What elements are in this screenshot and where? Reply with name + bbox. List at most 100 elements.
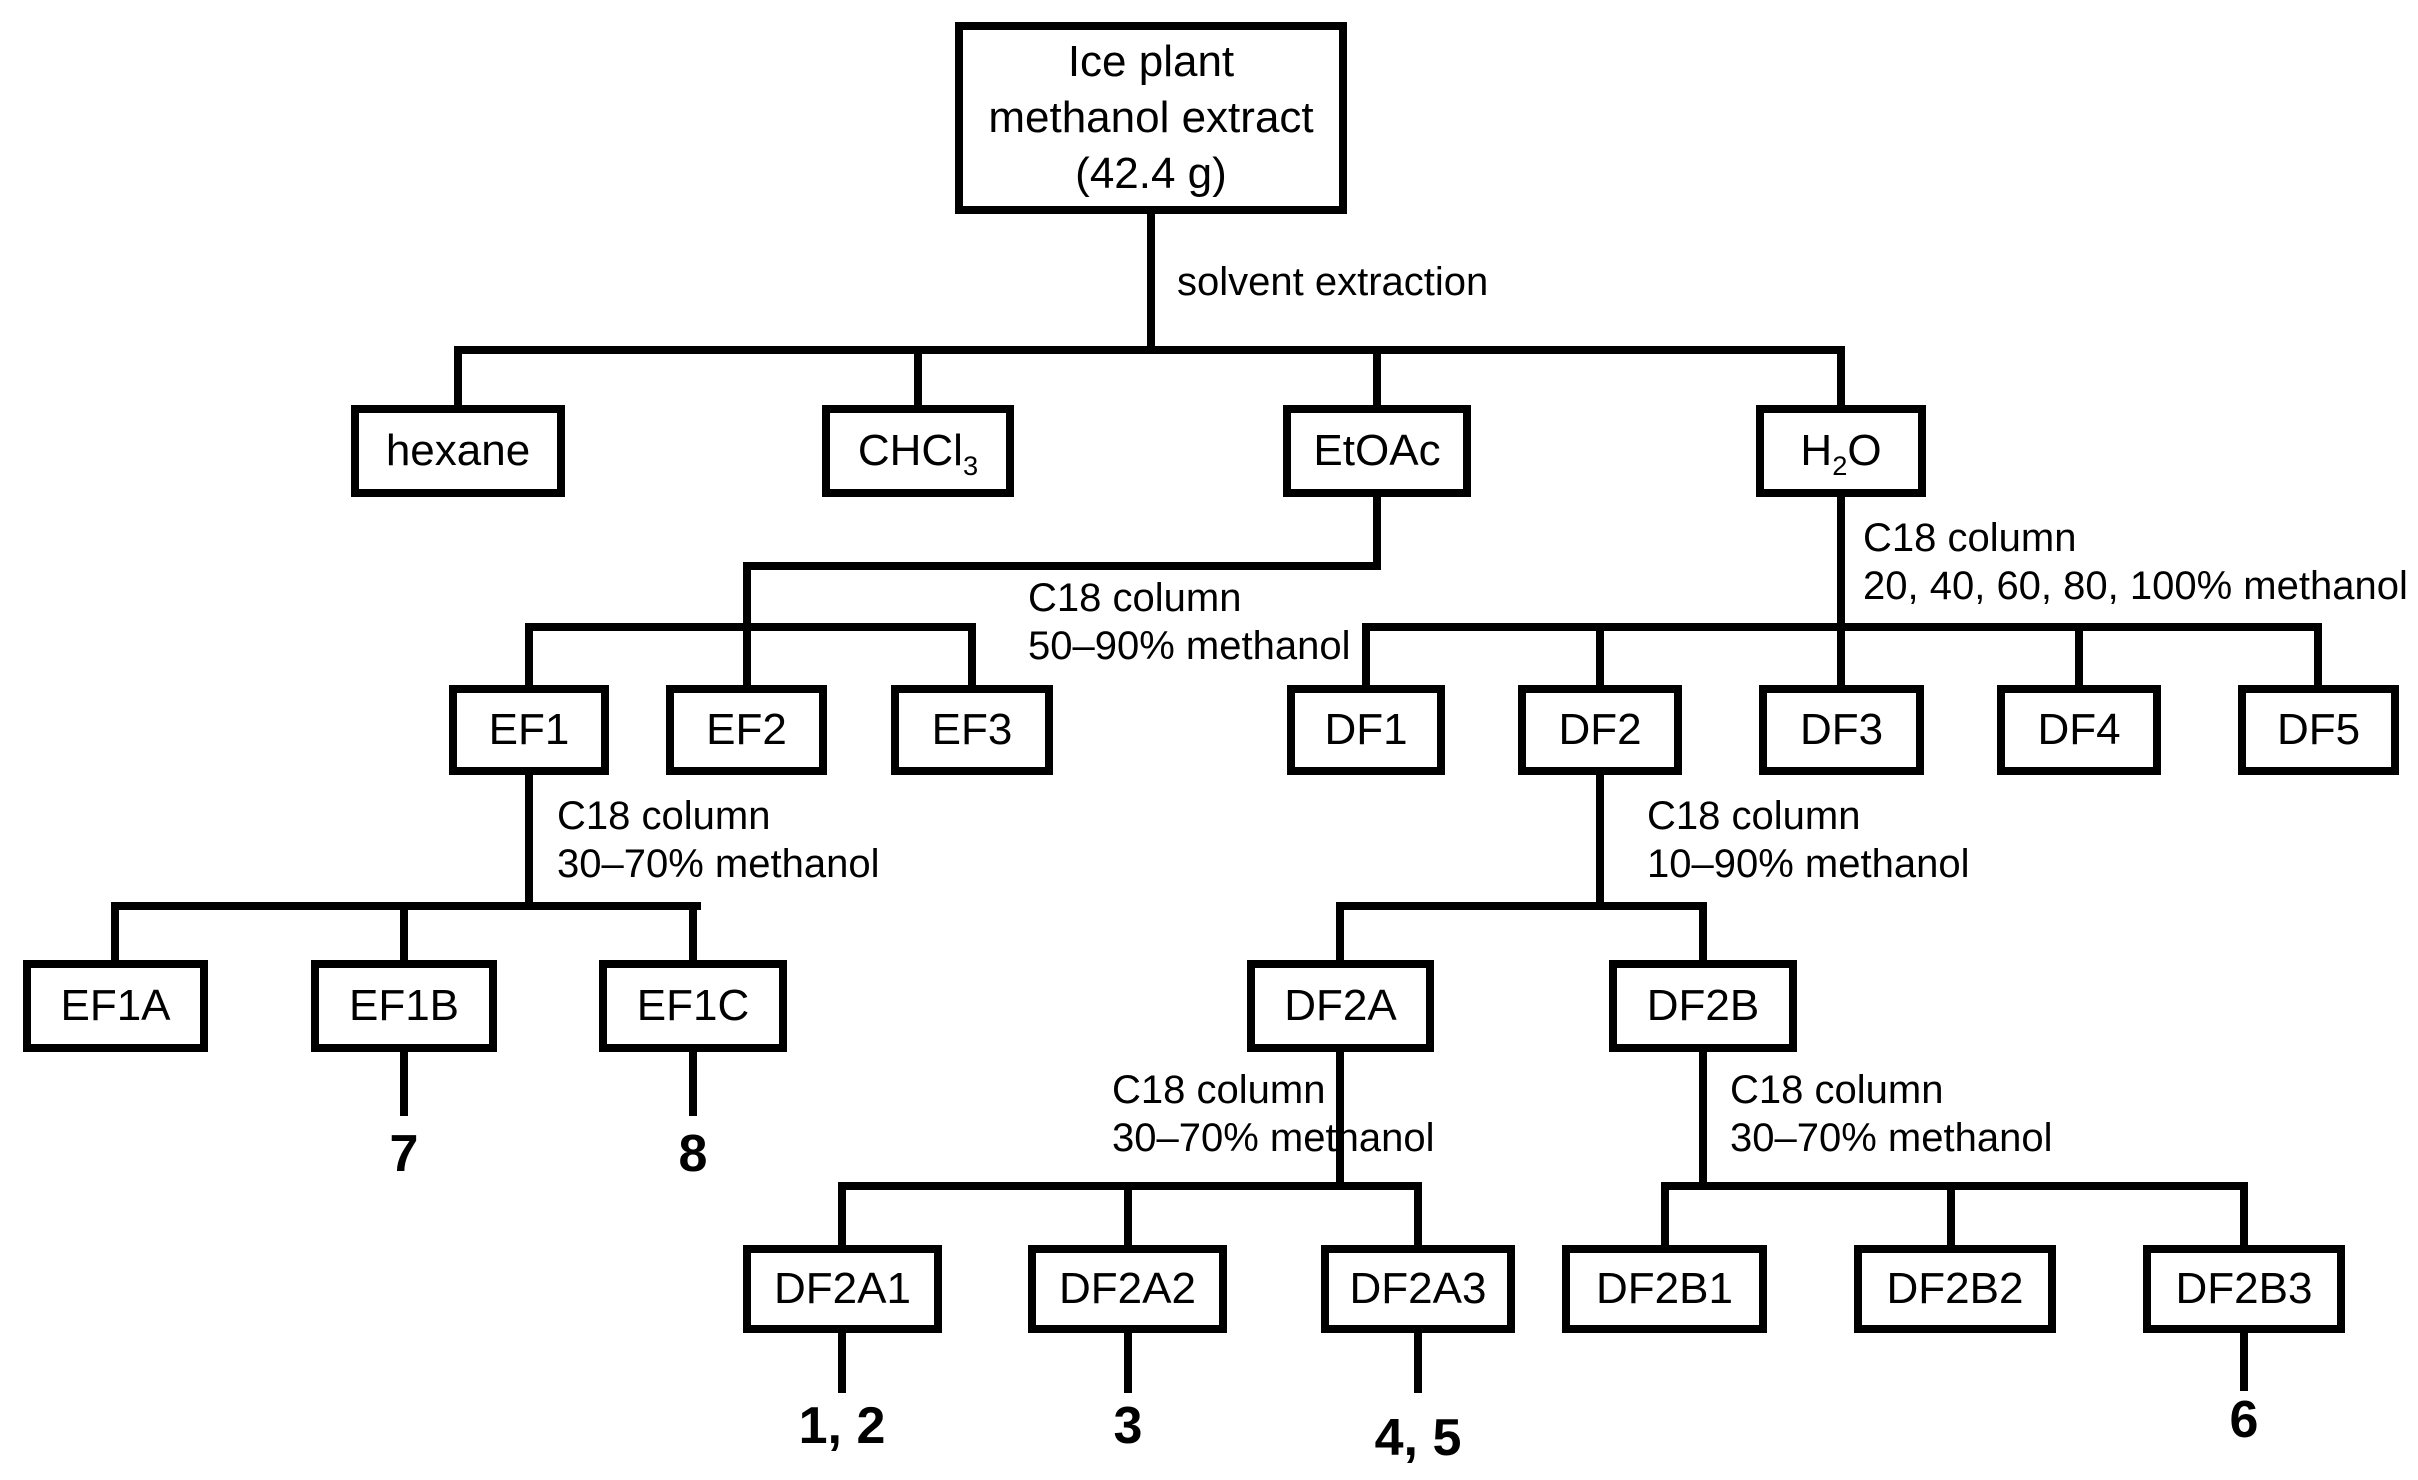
label-ef1-c18-line2: 30–70% methanol (557, 842, 880, 886)
node-df2b1: DF2B1 (1562, 1245, 1767, 1333)
node-df2b2-label: DF2B2 (1886, 1264, 2024, 1313)
edge-df-connector (1362, 623, 2322, 631)
compound-number-ef1c: 8 (678, 1125, 708, 1183)
compound-number-ef1b: 7 (389, 1125, 419, 1183)
edge-df2b1-stub (1661, 1182, 1669, 1253)
compound-number-df2a3: 4, 5 (1374, 1409, 1462, 1467)
node-df2a2-label: DF2A2 (1059, 1264, 1196, 1313)
edge-ef-connector (525, 623, 976, 631)
node-df1-label: DF1 (1324, 705, 1408, 754)
edge-etoac-stub (1373, 346, 1381, 409)
node-root: Ice plant methanol extract (42.4 g) (955, 22, 1347, 214)
edge-ef3-stub (968, 623, 976, 693)
edge-root-stem (1147, 210, 1155, 350)
edge-ef1c-stub (689, 902, 697, 968)
node-ef1b: EF1B (311, 960, 497, 1052)
node-root-line3: (42.4 g) (1075, 149, 1227, 198)
edge-ef1-stub (525, 623, 533, 693)
node-df3-label: DF3 (1799, 705, 1884, 754)
label-df2-c18-line1: C18 column (1647, 794, 1861, 838)
node-df2a3: DF2A3 (1321, 1245, 1515, 1333)
node-ef1a-label: EF1A (60, 981, 171, 1030)
edge-ef1b-compound-drop (400, 1052, 408, 1116)
edge-df5-stub (2314, 623, 2322, 693)
node-df3: DF3 (1759, 685, 1924, 775)
node-df2b2: DF2B2 (1854, 1245, 2056, 1333)
edge-etoac-jog (743, 562, 1381, 570)
node-df2a1: DF2A1 (743, 1245, 942, 1333)
node-df5: DF5 (2238, 685, 2399, 775)
node-ef1a: EF1A (23, 960, 208, 1052)
edge-df2a2-compound-drop (1124, 1333, 1132, 1393)
node-ef1c: EF1C (599, 960, 787, 1052)
label-etoac-c18-column: C18 column 50–90% methanol (1028, 574, 1350, 670)
node-df2b1-label: DF2B1 (1596, 1264, 1733, 1313)
edge-df2a-stem (1336, 1048, 1344, 1190)
node-ef3: EF3 (891, 685, 1053, 775)
node-chcl3-label: CHCl3 (857, 426, 979, 481)
edge-df2a1-compound-drop (838, 1333, 846, 1393)
label-df2a-c18-line2: 30–70% methanol (1112, 1116, 1435, 1160)
label-df2-c18-line2: 10–90% methanol (1647, 842, 1970, 886)
label-solvent-extraction: solvent extraction (1177, 260, 1489, 304)
edge-df4-stub (2075, 623, 2083, 693)
node-h2o: H2O (1756, 405, 1926, 497)
node-df2b-label: DF2B (1646, 981, 1760, 1030)
edge-df2-sub-connector (1336, 902, 1707, 910)
node-root-line2: methanol extract (988, 93, 1314, 142)
label-ef1-c18-column: C18 column 30–70% methanol (557, 792, 879, 888)
edge-ef1c-compound-drop (689, 1052, 697, 1116)
node-root-line1: Ice plant (1067, 37, 1235, 86)
node-ef2-label: EF2 (706, 705, 787, 754)
edge-df2a-stub (1336, 902, 1344, 968)
node-chcl3: CHCl3 (822, 405, 1014, 497)
label-h2o-c18-column: C18 column 20, 40, 60, 80, 100% methanol (1863, 514, 2408, 610)
node-hexane: hexane (351, 405, 565, 497)
node-h2o-label: H2O (1800, 426, 1882, 481)
label-h2o-c18-line1: C18 column (1863, 516, 2077, 560)
label-df2a-c18-line1: C18 column (1112, 1068, 1326, 1112)
node-df2-label: DF2 (1558, 705, 1642, 754)
compound-number-df2a1: 1, 2 (798, 1397, 886, 1455)
node-df2b: DF2B (1609, 960, 1797, 1052)
node-df1: DF1 (1287, 685, 1445, 775)
label-etoac-c18-line1: C18 column (1028, 576, 1242, 620)
edge-df2a3-stub (1414, 1182, 1422, 1253)
edge-h2o-stub (1837, 346, 1845, 409)
label-df2b-c18-line1: C18 column (1730, 1068, 1944, 1112)
edge-df1-stub (1362, 623, 1370, 693)
edge-etoac-stem (1373, 493, 1381, 570)
node-df2a: DF2A (1247, 960, 1434, 1052)
edge-ef1a-stub (111, 902, 119, 968)
node-df4: DF4 (1997, 685, 2161, 775)
edge-df2a3-compound-drop (1414, 1333, 1422, 1393)
node-df2a-label: DF2A (1284, 981, 1397, 1030)
compound-number-df2a2: 3 (1113, 1397, 1143, 1455)
edge-ef1b-stub (400, 902, 408, 968)
node-df2b3: DF2B3 (2143, 1245, 2345, 1333)
edge-df2b-stub (1699, 902, 1707, 968)
node-ef1b-label: EF1B (348, 981, 460, 1030)
node-ef1: EF1 (449, 685, 609, 775)
edge-df2a2-stub (1124, 1182, 1132, 1253)
edge-hexane-stub (454, 346, 462, 409)
edge-df2b2-stub (1947, 1182, 1955, 1253)
node-df5-label: DF5 (2276, 705, 2361, 754)
label-h2o-c18-line2: 20, 40, 60, 80, 100% methanol (1863, 564, 2408, 608)
edge-chcl3-stub (914, 346, 922, 409)
node-etoac-label: EtOAc (1313, 426, 1441, 475)
label-df2-c18-column: C18 column 10–90% methanol (1647, 792, 1969, 888)
node-df2a1-label: DF2A1 (774, 1264, 911, 1313)
node-ef2: EF2 (666, 685, 827, 775)
node-df2a3-label: DF2A3 (1349, 1264, 1487, 1313)
node-df2: DF2 (1518, 685, 1682, 775)
node-df4-label: DF4 (2037, 705, 2121, 754)
edge-df2-stem (1596, 771, 1604, 910)
node-etoac: EtOAc (1283, 405, 1471, 497)
node-df2b3-label: DF2B3 (2175, 1264, 2313, 1313)
edge-df2b3-stub (2240, 1182, 2248, 1253)
node-ef1-label: EF1 (488, 705, 570, 754)
label-df2b-c18-line2: 30–70% methanol (1730, 1116, 2053, 1160)
edge-df2a1-stub (838, 1182, 846, 1253)
